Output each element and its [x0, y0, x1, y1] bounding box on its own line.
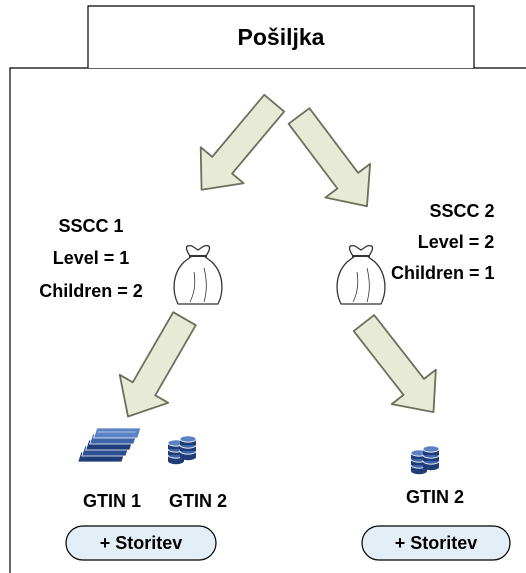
sscc2-children: Children = 1 [391, 263, 495, 283]
sscc1-children: Children = 2 [39, 281, 143, 301]
arrow-to-sscc1 [179, 84, 297, 209]
sscc2-title: SSCC 2 [429, 201, 494, 221]
service-label-right: + Storitev [395, 533, 478, 553]
sscc1-labels: SSCC 1 Level = 1 Children = 2 [39, 216, 143, 301]
gtin-label-left-2: GTIN 2 [169, 491, 227, 511]
sscc1-level: Level = 1 [53, 248, 130, 268]
sscc2-labels: SSCC 2 Level = 2 Children = 1 [391, 201, 495, 283]
arrow-to-sscc2 [275, 98, 391, 225]
arrow-to-right-gtin [340, 304, 457, 431]
service-pill-left: + Storitev [65, 525, 217, 561]
title-box: Pošiljka [87, 5, 475, 68]
bag-icon [336, 244, 386, 305]
sscc2-level: Level = 2 [418, 232, 495, 252]
service-label-left: + Storitev [100, 533, 183, 553]
bag-icon [173, 244, 223, 305]
coins-icon [167, 435, 197, 465]
sscc1-title: SSCC 1 [58, 216, 123, 236]
service-pill-right: + Storitev [361, 525, 511, 561]
gtin-label-right-1: GTIN 2 [406, 487, 464, 507]
banknotes-icon [77, 427, 142, 463]
page-title: Pošiljka [238, 24, 325, 50]
gtin-label-left-1: GTIN 1 [83, 491, 141, 511]
coins-icon [410, 445, 440, 475]
arrow-to-left-gtins [102, 303, 210, 432]
